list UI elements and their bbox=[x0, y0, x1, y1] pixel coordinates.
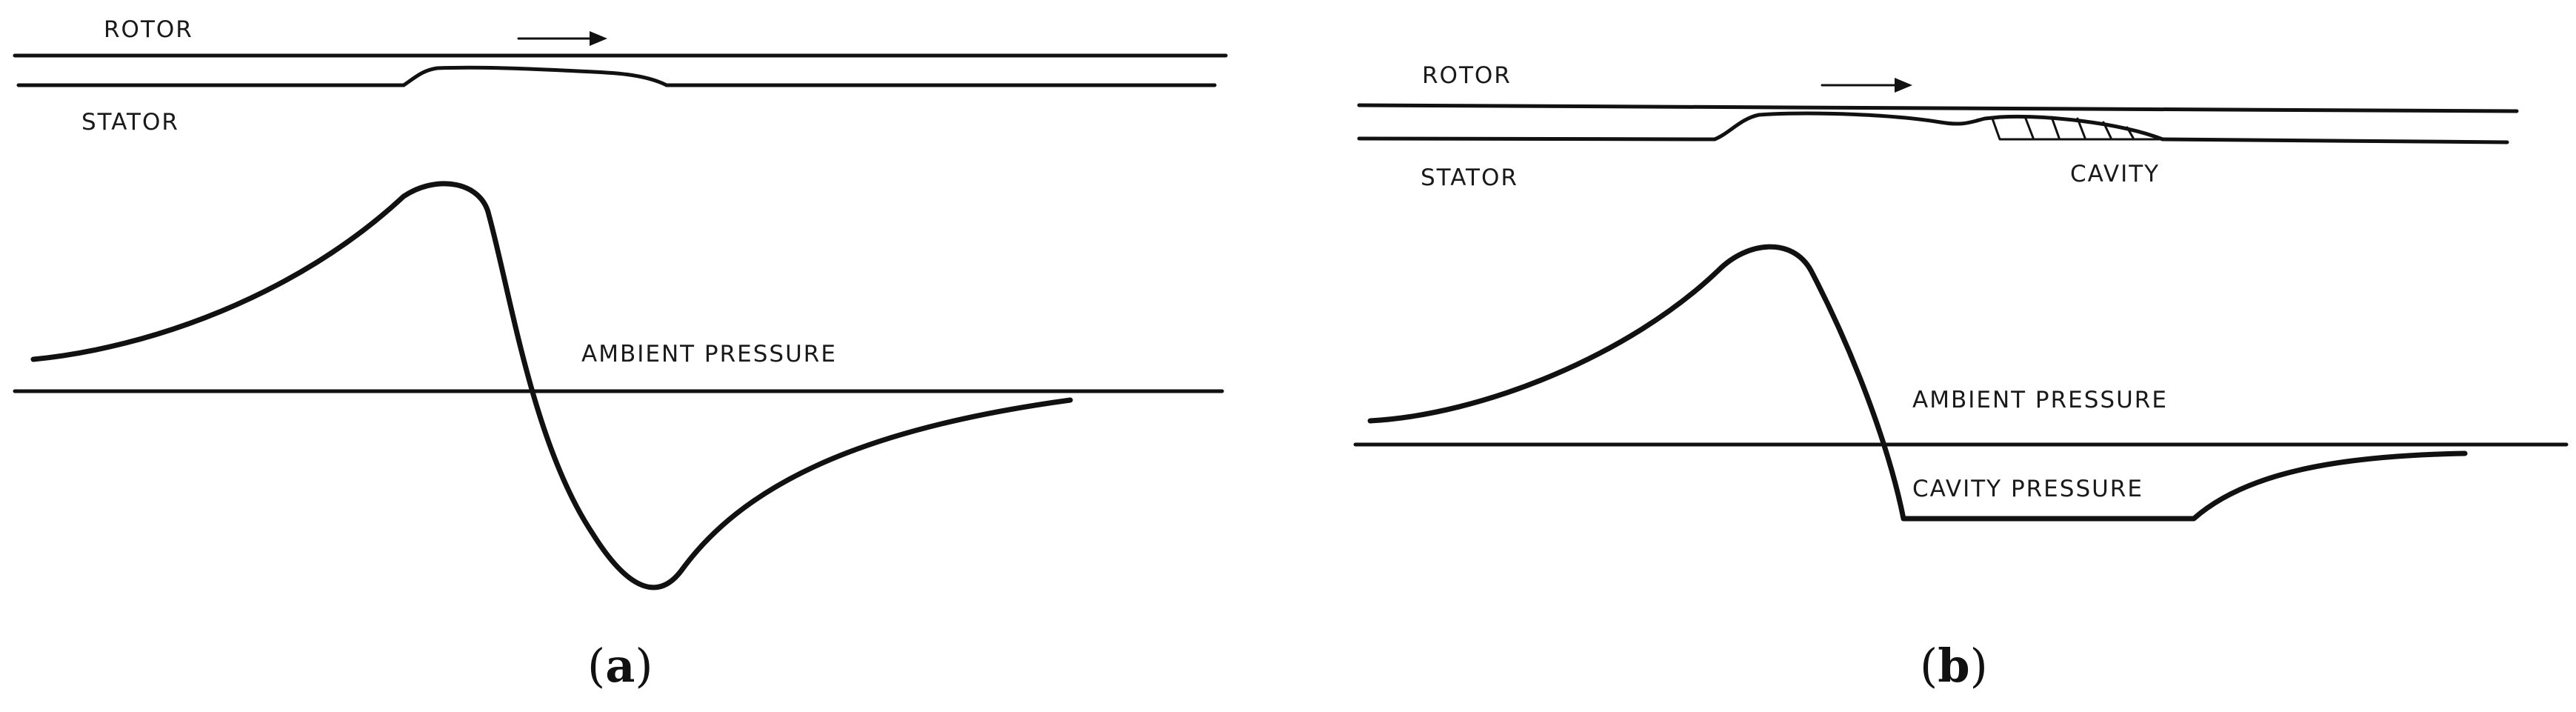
stator-line bbox=[16, 65, 1217, 87]
caption-b: (b) bbox=[1920, 639, 1988, 693]
pressure-curve bbox=[30, 181, 1073, 590]
arrow-right-icon bbox=[517, 31, 607, 46]
ambient-pressure-label: AMBIENT PRESSURE bbox=[1912, 387, 2168, 413]
arrow-right-icon bbox=[1821, 78, 1912, 93]
panel-b: ROTOR STATOR CAVITY AMBIENT PRESSURE CAV… bbox=[1353, 62, 2569, 693]
stator-line bbox=[1357, 111, 2509, 144]
cavity-label: CAVITY bbox=[2070, 161, 2160, 187]
rotor-label: ROTOR bbox=[104, 16, 193, 43]
ambient-pressure-label: AMBIENT PRESSURE bbox=[581, 341, 837, 367]
caption-a: (a) bbox=[587, 639, 653, 693]
panel-a: ROTOR STATOR AMBIENT PRESSURE (a) bbox=[13, 16, 1228, 693]
stator-label: STATOR bbox=[1421, 164, 1518, 191]
stator-label: STATOR bbox=[81, 109, 179, 136]
pressure-curve bbox=[1367, 244, 2468, 522]
rotor-line bbox=[1357, 103, 2519, 113]
cavity-pressure-label: CAVITY PRESSURE bbox=[1912, 476, 2143, 502]
cavity-hatch bbox=[1991, 116, 2164, 141]
rotor-label: ROTOR bbox=[1422, 62, 1512, 89]
